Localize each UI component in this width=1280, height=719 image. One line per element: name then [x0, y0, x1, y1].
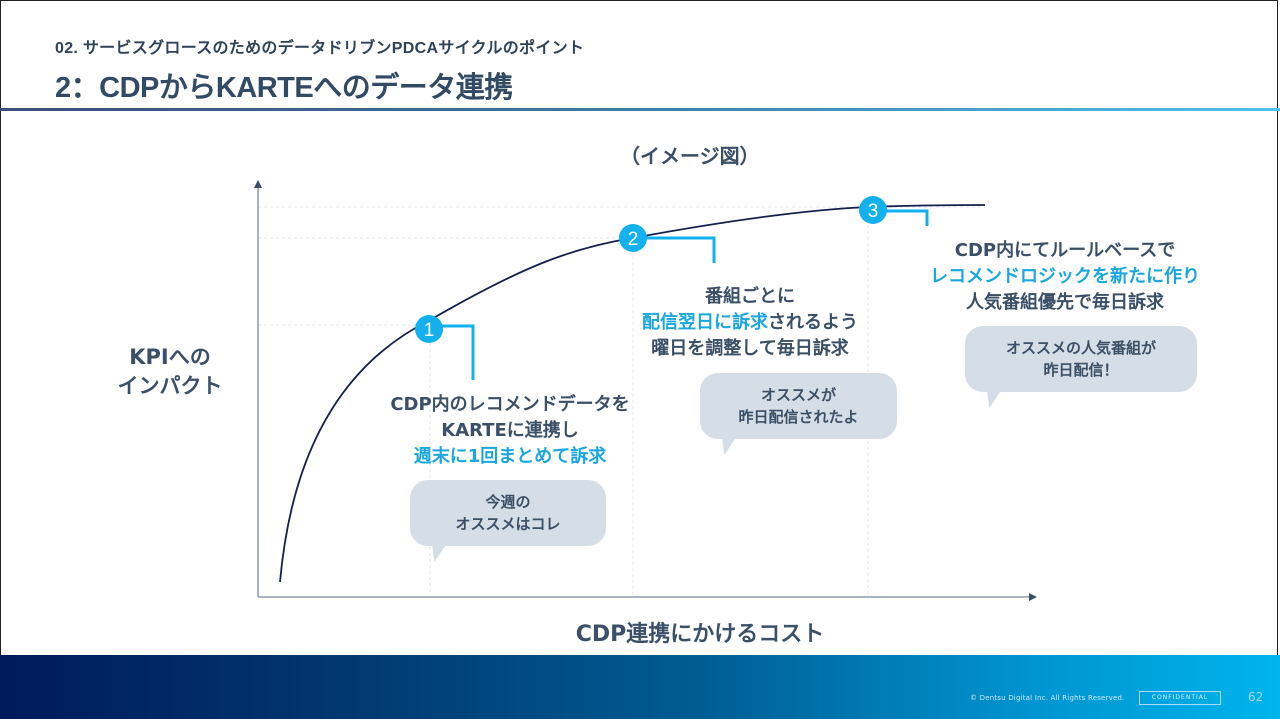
y-axis-label: KPIへの インパクト [100, 343, 240, 401]
step-1-description: CDP内のレコメンドデータを KARTEに連携し 週末に1回まとめて訴求 [360, 392, 660, 470]
bubble-line: オススメはコレ [455, 515, 561, 533]
x-axis-label: CDP連携にかけるコスト [575, 622, 825, 647]
page-number: 62 [1248, 690, 1264, 704]
desc-line-highlight: レコメンドロジックを新たに作り [930, 266, 1200, 287]
diagram-caption: （イメージ図） [620, 144, 760, 168]
step-1-badge: 1 [415, 315, 443, 343]
footer-bar [0, 655, 1280, 719]
step-2-badge: 2 [619, 224, 647, 252]
step-1-number: 1 [424, 320, 435, 341]
desc-line: 配信翌日に訴求されるよう [600, 310, 900, 336]
step-3-speech-bubble: オススメの人気番組が 昨日配信！ [965, 326, 1197, 408]
step-2-speech-bubble: オススメが 昨日配信されたよ [700, 373, 897, 455]
desc-line: KARTEに連携し [441, 420, 579, 441]
diagram-canvas: 1 2 3 [254, 180, 1037, 601]
step-3-description: CDP内にてルールベースで レコメンドロジックを新たに作り 人気番組優先で毎日訴… [890, 238, 1240, 316]
desc-line-highlight: 週末に1回まとめて訴求 [413, 446, 607, 467]
step-2-connector [645, 236, 716, 263]
page-title: 2：CDPからKARTEへのデータ連携 [55, 72, 513, 104]
step-2-number: 2 [628, 229, 639, 250]
desc-line: 番組ごとに [705, 286, 795, 307]
x-axis-arrow-icon [1029, 593, 1037, 601]
bubble-line: オススメが [760, 386, 836, 404]
slide-frame [0, 0, 1278, 655]
desc-line: CDP内のレコメンドデータを [390, 394, 630, 415]
desc-line: 曜日を調整して毎日訴求 [651, 338, 849, 359]
desc-line: CDP内にてルールベースで [954, 240, 1176, 261]
bubble-line: 昨日配信！ [1043, 361, 1119, 379]
title-underline [0, 108, 1280, 111]
bubble-line: 昨日配信されたよ [738, 408, 859, 426]
step-1-connector [440, 324, 475, 380]
desc-line: 人気番組優先で毎日訴求 [966, 292, 1164, 313]
bubble-line: オススメの人気番組が [1005, 339, 1156, 357]
y-axis-label-line: インパクト [117, 374, 223, 398]
desc-highlight: 配信翌日に訴求 [642, 312, 768, 333]
step-2-description: 番組ごとに 配信翌日に訴求されるよう 曜日を調整して毎日訴求 [600, 284, 900, 362]
copyright-text: © Dentsu Digital Inc. All Rights Reserve… [970, 694, 1125, 702]
y-axis-arrow-icon [254, 180, 262, 188]
step-1-speech-bubble: 今週の オススメはコレ [410, 480, 606, 562]
section-subtitle: 02. サービスグロースのためのデータドリブンPDCAサイクルのポイント [55, 40, 585, 57]
step-3-badge: 3 [859, 196, 887, 224]
y-axis-label-line: KPIへの [129, 345, 211, 369]
confidential-badge: CONFIDENTIAL [1139, 691, 1221, 705]
bubble-line: 今週の [485, 493, 531, 511]
step-3-connector [880, 209, 929, 226]
step-3-number: 3 [868, 201, 879, 222]
desc-text: されるよう [768, 312, 858, 333]
